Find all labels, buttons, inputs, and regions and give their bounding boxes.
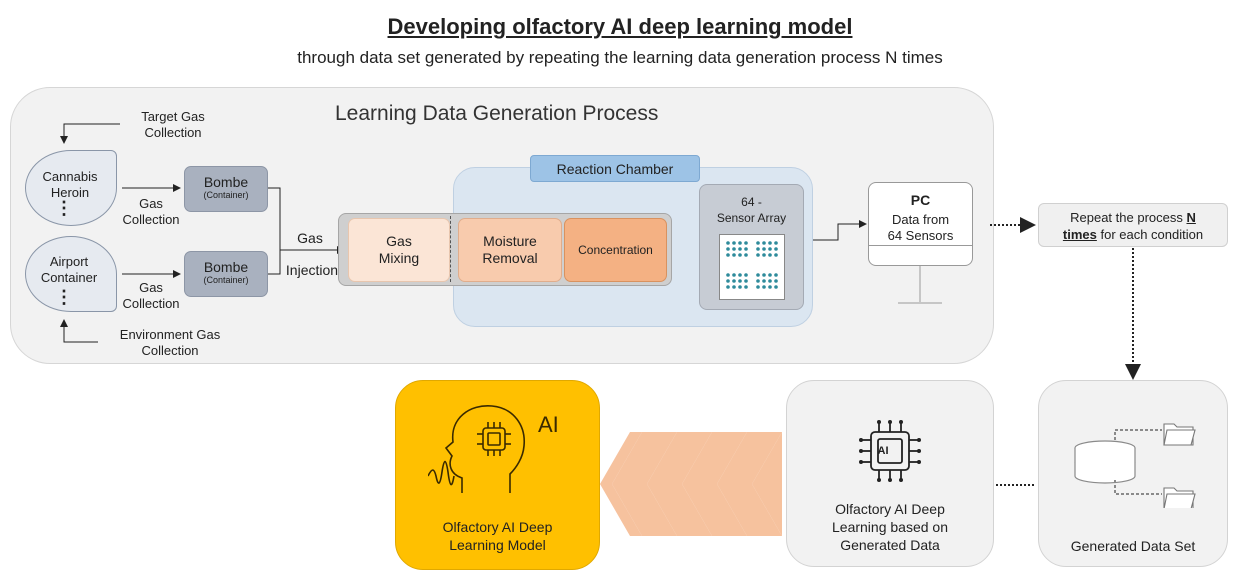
more-targets-dots: ⋮ [55,198,73,218]
bombe-container-top: Bombe(Container) [184,166,268,212]
chevron-flow-arrows [600,432,782,536]
repeat-n: N [1186,210,1196,225]
diagram-title: Developing olfactory AI deep learning mo… [387,14,853,39]
bombe-container-bottom: Bombe(Container) [184,251,268,297]
injection-label: Injection [285,262,339,278]
sensor-array-label: 64 -Sensor Array [716,195,787,225]
ai-label: AI [538,412,559,437]
airport-container-sample [25,236,117,312]
bombe2-merge-line [268,250,281,275]
gas-label: Gas [297,230,323,246]
diagram-subtitle: through data set generated by repeating … [297,48,943,67]
chamber-boundary-dash [450,216,451,282]
repeat-process-box: Repeat the process N times for each cond… [1038,203,1228,247]
ai-chip-icon [859,420,921,482]
cannabis-heroin-sample [25,150,117,226]
generated-data-set-label: Generated Data Set [1070,538,1196,554]
sensor-array-icon [719,234,785,300]
ai-chip-text: AI [877,445,889,457]
bombe1-merge-line [268,187,281,250]
environment-gas-arrow [60,319,98,343]
ai-head-icon [428,405,525,493]
repeat-times: times [1062,227,1097,242]
pc-screen-divider [869,245,972,246]
reaction-chamber-title: Reaction Chamber [530,155,700,182]
more-environments-dots: ⋮ [55,287,73,307]
process-title: Learning Data Generation Process [335,102,659,125]
target-gas-arrow [60,123,120,144]
concentration-stage: Concentration [564,218,667,282]
database-folders-icon [1074,423,1196,508]
pc-title: PC [910,192,931,208]
sensor-to-pc-arrow [805,220,867,241]
